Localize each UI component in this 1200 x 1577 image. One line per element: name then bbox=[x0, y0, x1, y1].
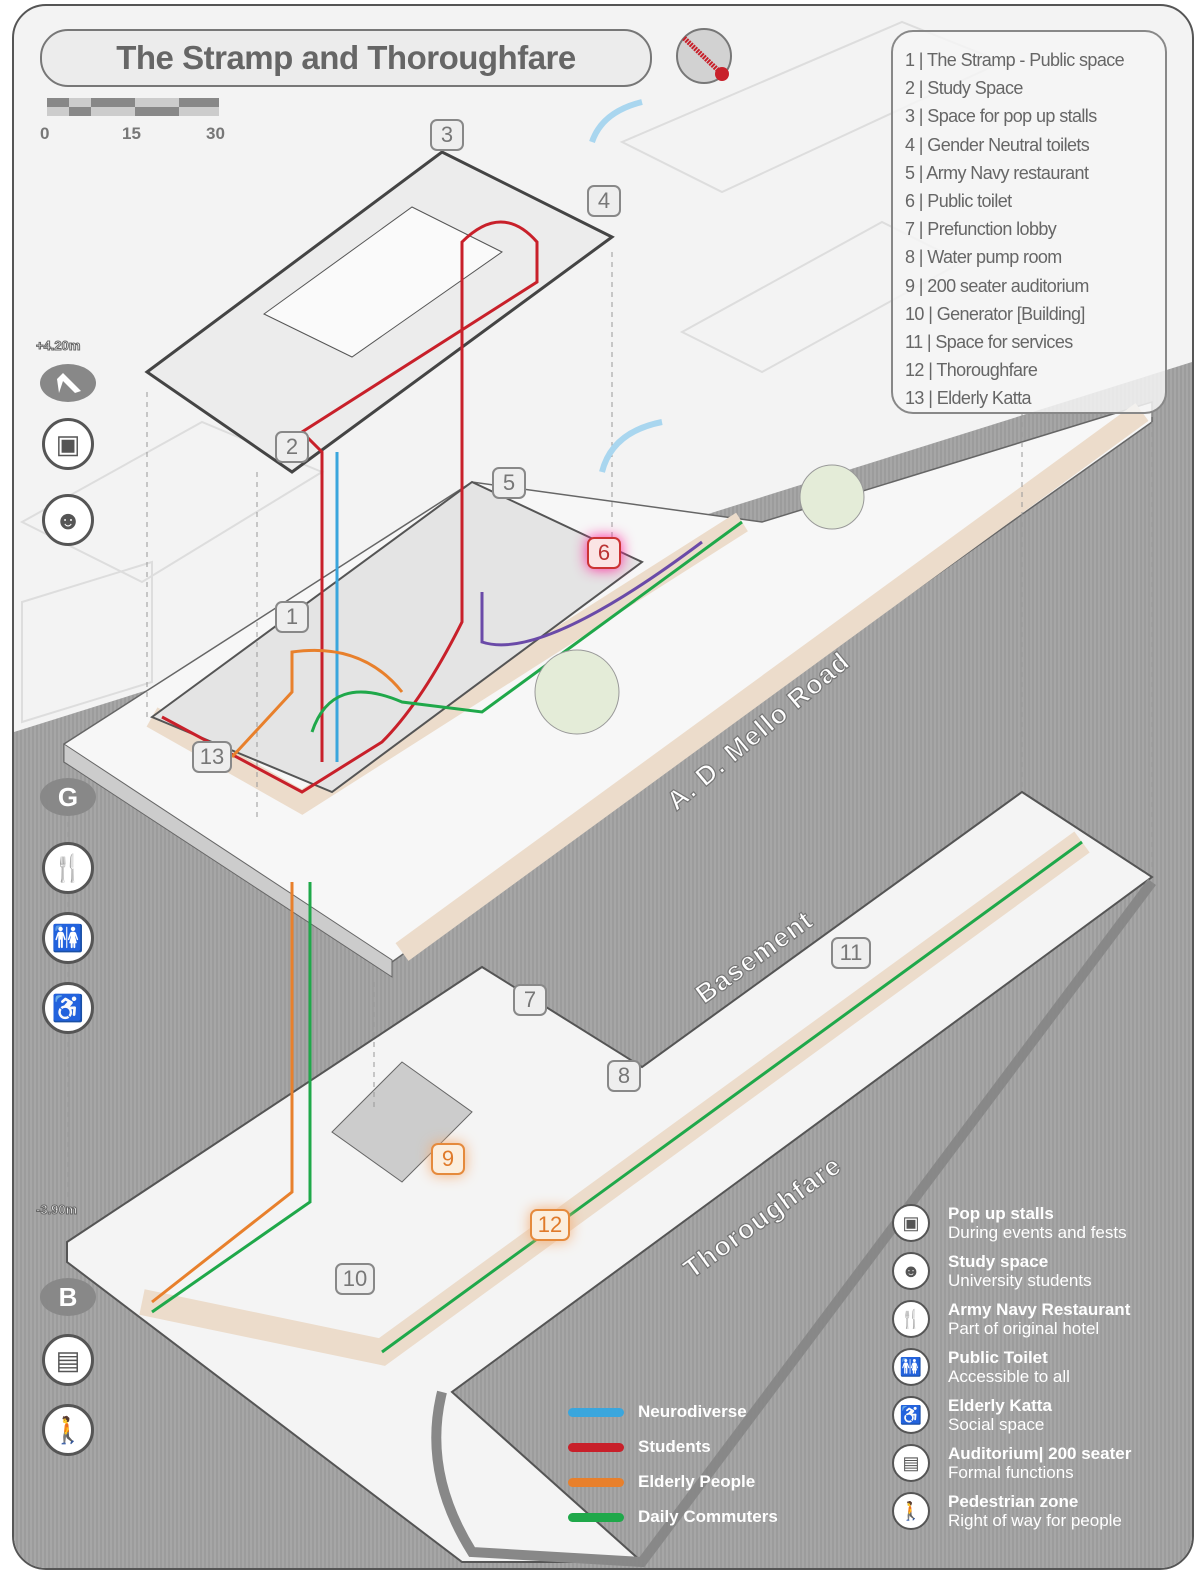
stall-icon: ▣ bbox=[42, 418, 94, 470]
scale-bar bbox=[47, 98, 219, 116]
key-item: 10 | Generator [Building] bbox=[905, 303, 1085, 324]
reading-icon: ☻ bbox=[892, 1252, 930, 1290]
legend-desc: Formal functions bbox=[948, 1463, 1074, 1482]
key-item: 7 | Prefunction lobby bbox=[905, 219, 1057, 240]
tag-13: 13 bbox=[192, 741, 232, 773]
route-legend-item: Daily Commuters bbox=[568, 1507, 778, 1527]
stall-icon: ▣ bbox=[892, 1204, 930, 1242]
tag-5: 5 bbox=[492, 467, 526, 499]
restaurant-icon: 🍴 bbox=[42, 842, 94, 894]
route-elderly bbox=[151, 648, 404, 1304]
scale-label: 0 bbox=[40, 124, 50, 143]
tag-3: 3 bbox=[430, 119, 464, 151]
key-item: 12 | Thoroughfare bbox=[905, 360, 1038, 381]
key-item: 2 | Study Space bbox=[905, 78, 1023, 99]
scale-label: 15 bbox=[122, 124, 141, 143]
pedestrian-icon: 🚶 bbox=[42, 1404, 94, 1456]
legend-title: Public Toilet bbox=[948, 1348, 1048, 1367]
legend-desc: During events and fests bbox=[948, 1223, 1127, 1242]
route-swatch bbox=[568, 1442, 624, 1452]
legend-title: Auditorium| 200 seater bbox=[948, 1444, 1132, 1463]
north-arrow-icon bbox=[676, 28, 732, 84]
tag-7: 7 bbox=[513, 984, 547, 1016]
wind-arrows bbox=[589, 99, 663, 473]
pedestrian-icon: 🚶 bbox=[892, 1492, 930, 1530]
key-item: 9 | 200 seater auditorium bbox=[905, 275, 1089, 296]
key-item: 6 | Public toilet bbox=[905, 191, 1012, 212]
upper-level-badge bbox=[40, 364, 96, 402]
legend-desc: Social space bbox=[948, 1415, 1045, 1434]
basement-level-badge: B bbox=[40, 1278, 96, 1316]
legend-title: Pedestrian zone bbox=[948, 1492, 1079, 1511]
level-basement: -3.90m bbox=[35, 1202, 78, 1218]
key-item: 4 | Gender Neutral toilets bbox=[905, 134, 1090, 155]
route-commuters bbox=[151, 520, 1083, 1354]
route-students bbox=[161, 220, 539, 794]
key-item: 5 | Army Navy restaurant bbox=[905, 162, 1089, 183]
stramp-building bbox=[149, 480, 644, 794]
page-title: The Stramp and Thoroughfare bbox=[40, 29, 652, 87]
tree bbox=[799, 464, 865, 530]
route-label: Students bbox=[638, 1437, 711, 1456]
circulation-routes bbox=[151, 220, 1083, 1354]
tag-1: 1 bbox=[275, 601, 309, 633]
tag-2: 2 bbox=[275, 431, 309, 463]
route-swatch bbox=[568, 1512, 624, 1522]
level-upper: +4.20m bbox=[35, 338, 81, 354]
legend-title: Elderly Katta bbox=[948, 1396, 1052, 1415]
elderly-icon: ♿ bbox=[892, 1396, 930, 1434]
scale-label: 30 bbox=[206, 124, 225, 143]
tag-8: 8 bbox=[607, 1060, 641, 1092]
tag-10: 10 bbox=[335, 1263, 375, 1295]
key-item: 13 | Elderly Katta bbox=[905, 388, 1032, 409]
toilet-icon: 🚻 bbox=[892, 1348, 930, 1386]
diagram-frame: The Stramp and Thoroughfare 0 15 30 1 | … bbox=[12, 4, 1194, 1570]
elderly-icon: ♿ bbox=[42, 982, 94, 1034]
basement-wall bbox=[431, 879, 1156, 1568]
tag-9: 9 bbox=[431, 1143, 465, 1175]
auditorium-seating bbox=[331, 1061, 473, 1183]
reading-icon: ☻ bbox=[42, 494, 94, 546]
tag-12: 12 bbox=[530, 1209, 570, 1241]
restaurant-icon: 🍴 bbox=[892, 1300, 930, 1338]
auditorium-icon: ▤ bbox=[42, 1334, 94, 1386]
route-legend-item: Elderly People bbox=[568, 1472, 755, 1492]
tag-4: 4 bbox=[587, 185, 621, 217]
key-item: 1 | The Stramp - Public space bbox=[905, 50, 1125, 70]
legend-title: Army Navy Restaurant bbox=[948, 1300, 1131, 1319]
tag-6: 6 bbox=[587, 537, 621, 569]
auditorium-icon: ▤ bbox=[892, 1444, 930, 1482]
route-purple bbox=[480, 540, 703, 647]
legend-desc: Accessible to all bbox=[948, 1367, 1070, 1386]
route-label: Elderly People bbox=[638, 1472, 756, 1491]
route-label: Neurodiverse bbox=[638, 1402, 747, 1421]
legend-title: Study space bbox=[948, 1252, 1049, 1271]
legend-desc: Part of original hotel bbox=[948, 1319, 1100, 1338]
key-item: 8 | Water pump room bbox=[905, 247, 1062, 268]
route-swatch bbox=[568, 1407, 624, 1417]
route-label: Daily Commuters bbox=[638, 1507, 778, 1526]
axonometric-drawing bbox=[14, 20, 1192, 1568]
tag-11: 11 bbox=[831, 937, 871, 969]
legend-title: Pop up stalls bbox=[948, 1204, 1054, 1223]
route-legend-item: Students bbox=[568, 1437, 711, 1457]
legend-desc: University students bbox=[948, 1271, 1092, 1290]
tree bbox=[534, 649, 620, 735]
ground-level-badge: G bbox=[40, 778, 96, 816]
route-swatch bbox=[568, 1477, 624, 1487]
space-key: 1 | The Stramp - Public space 2 | Study … bbox=[891, 30, 1167, 414]
route-legend-item: Neurodiverse bbox=[568, 1402, 747, 1422]
toilet-icon: 🚻 bbox=[42, 912, 94, 964]
legend-desc: Right of way for people bbox=[948, 1511, 1122, 1530]
key-item: 3 | Space for pop up stalls bbox=[905, 106, 1097, 127]
key-item: 11 | Space for services bbox=[905, 332, 1073, 353]
